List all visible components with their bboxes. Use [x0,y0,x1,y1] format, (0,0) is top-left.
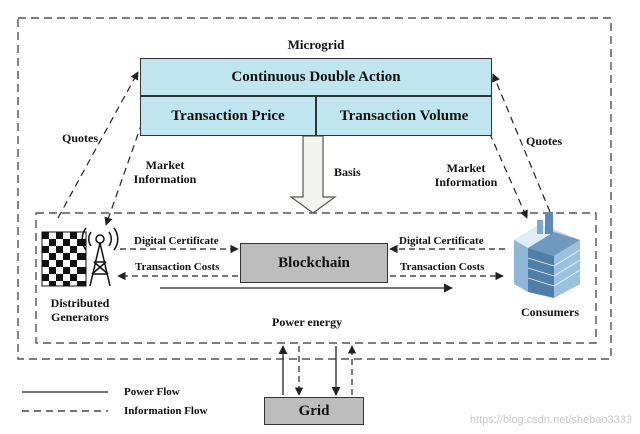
solar-panel-icon [41,231,87,287]
right-market-info-line2: Information [434,175,498,189]
microgrid-boundary [17,17,612,360]
power-energy-label: Power energy [272,315,343,329]
building-icon [514,212,581,298]
right-market-info-arrow [474,99,528,219]
left-market-info-arrow [104,99,151,226]
transmission-tower-icon [81,227,119,287]
transaction-volume-box: Transaction Volume [316,96,492,136]
left-transaction-costs-label: Transaction Costs [135,261,220,273]
left-market-info-line1: Market [145,158,185,172]
blockchain-box: Blockchain [240,243,388,283]
right-transaction-costs-label: Transaction Costs [400,261,485,273]
distributed-generators-line1: Distributed [50,296,110,310]
right-quotes-arrow [492,73,551,213]
transaction-price-box: Transaction Price [140,96,316,136]
right-market-info-label: Market Information [421,161,511,189]
continuous-double-action-box: Continuous Double Action [140,58,492,96]
left-quotes-label: Quotes [62,131,98,145]
left-digital-certificate-label: Digital Certificate [134,235,219,247]
participants-boundary [35,212,597,344]
right-digital-certificate-label: Digital Certificate [399,235,484,247]
distributed-generators-line2: Generators [51,310,109,324]
left-market-info-label: Market Information [120,158,210,186]
distributed-generators-label: Distributed Generators [30,296,130,324]
diagram-title: Microgrid [287,37,345,52]
consumers-label: Consumers [520,305,579,319]
basis-arrow [289,135,337,214]
basis-label: Basis [334,165,361,179]
right-quotes-label: Quotes [526,134,562,148]
left-market-info-line2: Information [133,172,197,186]
watermark-text: https://blog.csdn.net/shebao3333 [469,414,632,426]
grid-box: Grid [264,397,364,425]
legend-power-flow-label: Power Flow [124,386,180,398]
right-market-info-line1: Market [446,161,486,175]
left-quotes-arrow [57,71,139,219]
legend-information-flow-label: Information Flow [124,405,208,417]
